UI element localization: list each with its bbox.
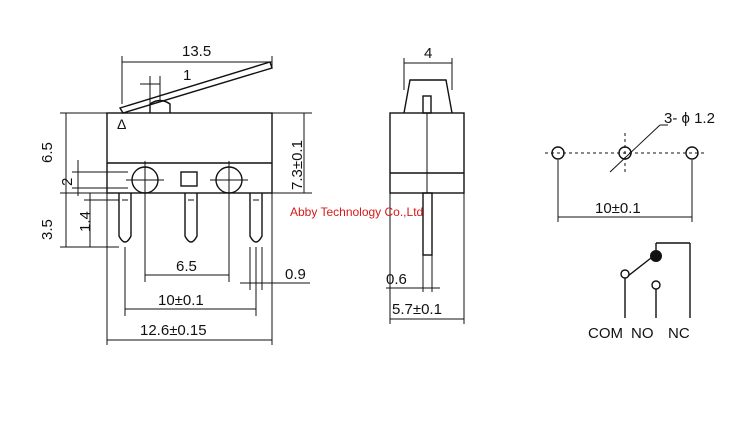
dim-body-height: 6.5 [39, 142, 56, 163]
dim-pin-length: 3.5 [39, 219, 56, 240]
side-pin [422, 192, 433, 256]
hole-spec-label: 3- ϕ 1.2 [664, 110, 715, 127]
dim-lever-offset: 1 [183, 67, 191, 84]
com-terminal [620, 269, 630, 279]
dim-body-width: 5.7±0.1 [392, 301, 442, 318]
nc-terminal [650, 250, 662, 262]
actuator-lever [118, 61, 273, 114]
no-terminal [651, 280, 661, 290]
dim-pin-width: 0.9 [285, 266, 306, 283]
side-view: 4 0.6 5.7±0.1 [386, 45, 465, 324]
label-com: COM [588, 325, 623, 342]
dim-top-length: 13.5 [182, 43, 211, 60]
side-plunger [403, 79, 453, 114]
switch-body [106, 112, 273, 194]
watermark: Abby Technology Co.,Ltd [290, 205, 423, 219]
pin-right [249, 193, 263, 243]
dim-body-length: 12.6±0.15 [140, 322, 207, 339]
pcb-hole-left [551, 146, 565, 160]
front-view: Δ 13.5 1 6.5 2 3.5 1.4 7.3±0.1 [39, 43, 312, 345]
pcb-layout: 3- ϕ 1.2 10±0.1 [545, 110, 715, 222]
pin-left [118, 193, 132, 243]
dim-hole-spacing: 10±0.1 [158, 292, 204, 309]
dim-plunger-width: 4 [424, 45, 432, 62]
pin-center [184, 193, 198, 243]
dim-pin-short: 1.4 [77, 211, 94, 232]
pcb-hole-right [685, 146, 699, 160]
dim-total-height: 7.3±0.1 [289, 140, 306, 190]
dim-hole-height: 2 [59, 178, 76, 186]
dim-hole-span: 10±0.1 [595, 200, 641, 217]
center-slot [180, 171, 198, 187]
pcb-hole-center [618, 146, 632, 160]
dim-pin-thickness: 0.6 [386, 271, 407, 288]
polarity-mark: Δ [117, 116, 126, 132]
dim-pin-spacing: 6.5 [176, 258, 197, 275]
switch-schematic: COM NO NC [588, 242, 691, 342]
label-nc: NC [668, 325, 690, 342]
label-no: NO [631, 325, 654, 342]
